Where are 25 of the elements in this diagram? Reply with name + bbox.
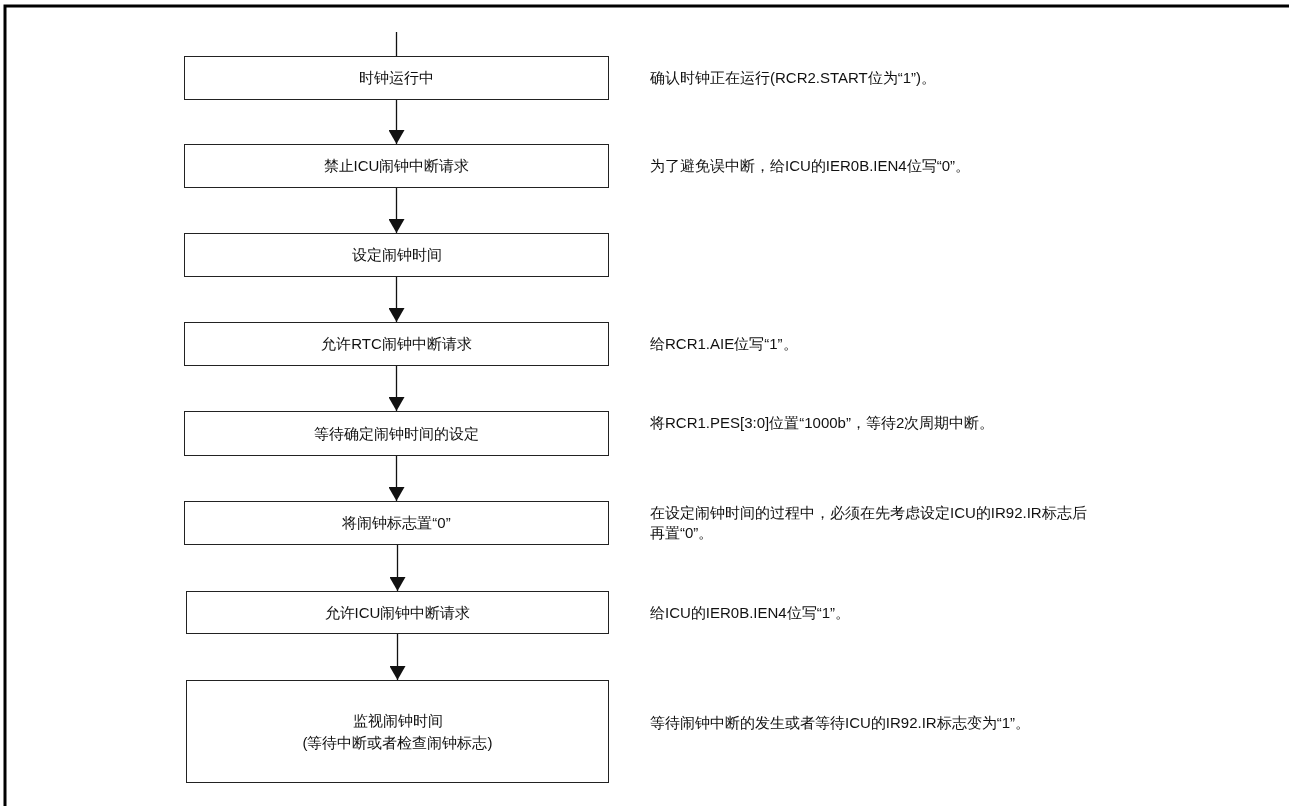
note-text: 给RCR1.AIE位写“1”。 (650, 334, 799, 354)
arrow (389, 544, 406, 592)
connector-line (395, 31, 398, 57)
note-text: 在设定闹钟时间的过程中，必须在先考虑设定ICU的IR92.IR标志后再置“0”。 (650, 503, 1088, 543)
arrow (388, 276, 405, 323)
note-text: 将RCR1.PES[3:0]位置“1000b”，等待2次周期中断。 (650, 413, 996, 433)
note-text: 为了避免误中断，给ICU的IER0B.IEN4位写“0”。 (650, 156, 972, 176)
step-text: (等待中断或者检查闹钟标志) (302, 732, 493, 753)
process-box: 允许ICU闹钟中断请求 (186, 591, 609, 634)
arrow (388, 455, 405, 502)
step-text: 监视闹钟时间 (352, 710, 443, 731)
process-box (186, 680, 609, 783)
process-box: 允许RTC闹钟中断请求 (184, 322, 609, 366)
arrow (388, 365, 405, 412)
arrow (388, 99, 405, 145)
process-box: 将闹钟标志置“0” (184, 501, 609, 545)
note-text: 给ICU的IER0B.IEN4位写“1”。 (650, 603, 852, 623)
arrow (389, 633, 406, 681)
note-text: 等待闹钟中断的发生或者等待ICU的IR92.IR标志变为“1”。 (650, 713, 1032, 733)
process-box: 禁止ICU闹钟中断请求 (184, 144, 609, 188)
process-box: 时钟运行中 (184, 56, 609, 100)
process-box: 设定闹钟时间 (184, 233, 609, 277)
process-box: 等待确定闹钟时间的设定 (184, 411, 609, 456)
arrow (388, 187, 405, 234)
note-text: 确认时钟正在运行(RCR2.START位为“1”)。 (650, 68, 938, 88)
